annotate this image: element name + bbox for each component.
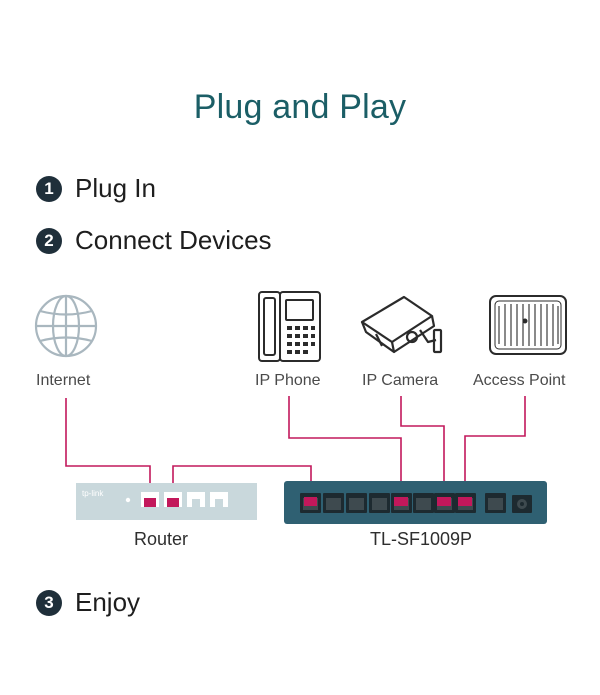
cable-camera-switch (400, 396, 445, 497)
step-connect-devices: 2 Connect Devices (36, 225, 272, 256)
cable-internet-router (65, 398, 151, 497)
ip-camera-icon (360, 295, 443, 354)
step-number-2: 2 (36, 227, 62, 254)
cable-phone-switch (288, 396, 402, 497)
internet-label: Internet (36, 372, 91, 389)
page-title: Plug and Play (193, 88, 407, 126)
ip-camera-label: IP Camera (362, 372, 439, 389)
ip-phone-label: IP Phone (255, 372, 321, 389)
ip-phone-icon (258, 291, 321, 362)
step-enjoy: 3 Enjoy (36, 587, 140, 618)
step-number-3: 3 (36, 589, 62, 616)
step-number-1: 1 (36, 175, 62, 202)
step-plug-in: 1 Plug In (36, 173, 156, 204)
switch-label: TL-SF1009P (370, 529, 473, 549)
switch-device (284, 481, 547, 524)
access-point-label: Access Point (473, 372, 566, 389)
globe-icon (34, 294, 98, 358)
access-point-icon (489, 295, 567, 355)
step-text-3: Enjoy (75, 587, 141, 617)
router-device (76, 483, 257, 520)
router-brand-logo: tp-link (82, 489, 104, 498)
cable-ap-switch (464, 396, 526, 497)
step-text-2: Connect Devices (75, 225, 272, 255)
step-text-1: Plug In (75, 173, 156, 203)
router-label: Router (134, 529, 189, 549)
switch-ports (300, 493, 506, 513)
